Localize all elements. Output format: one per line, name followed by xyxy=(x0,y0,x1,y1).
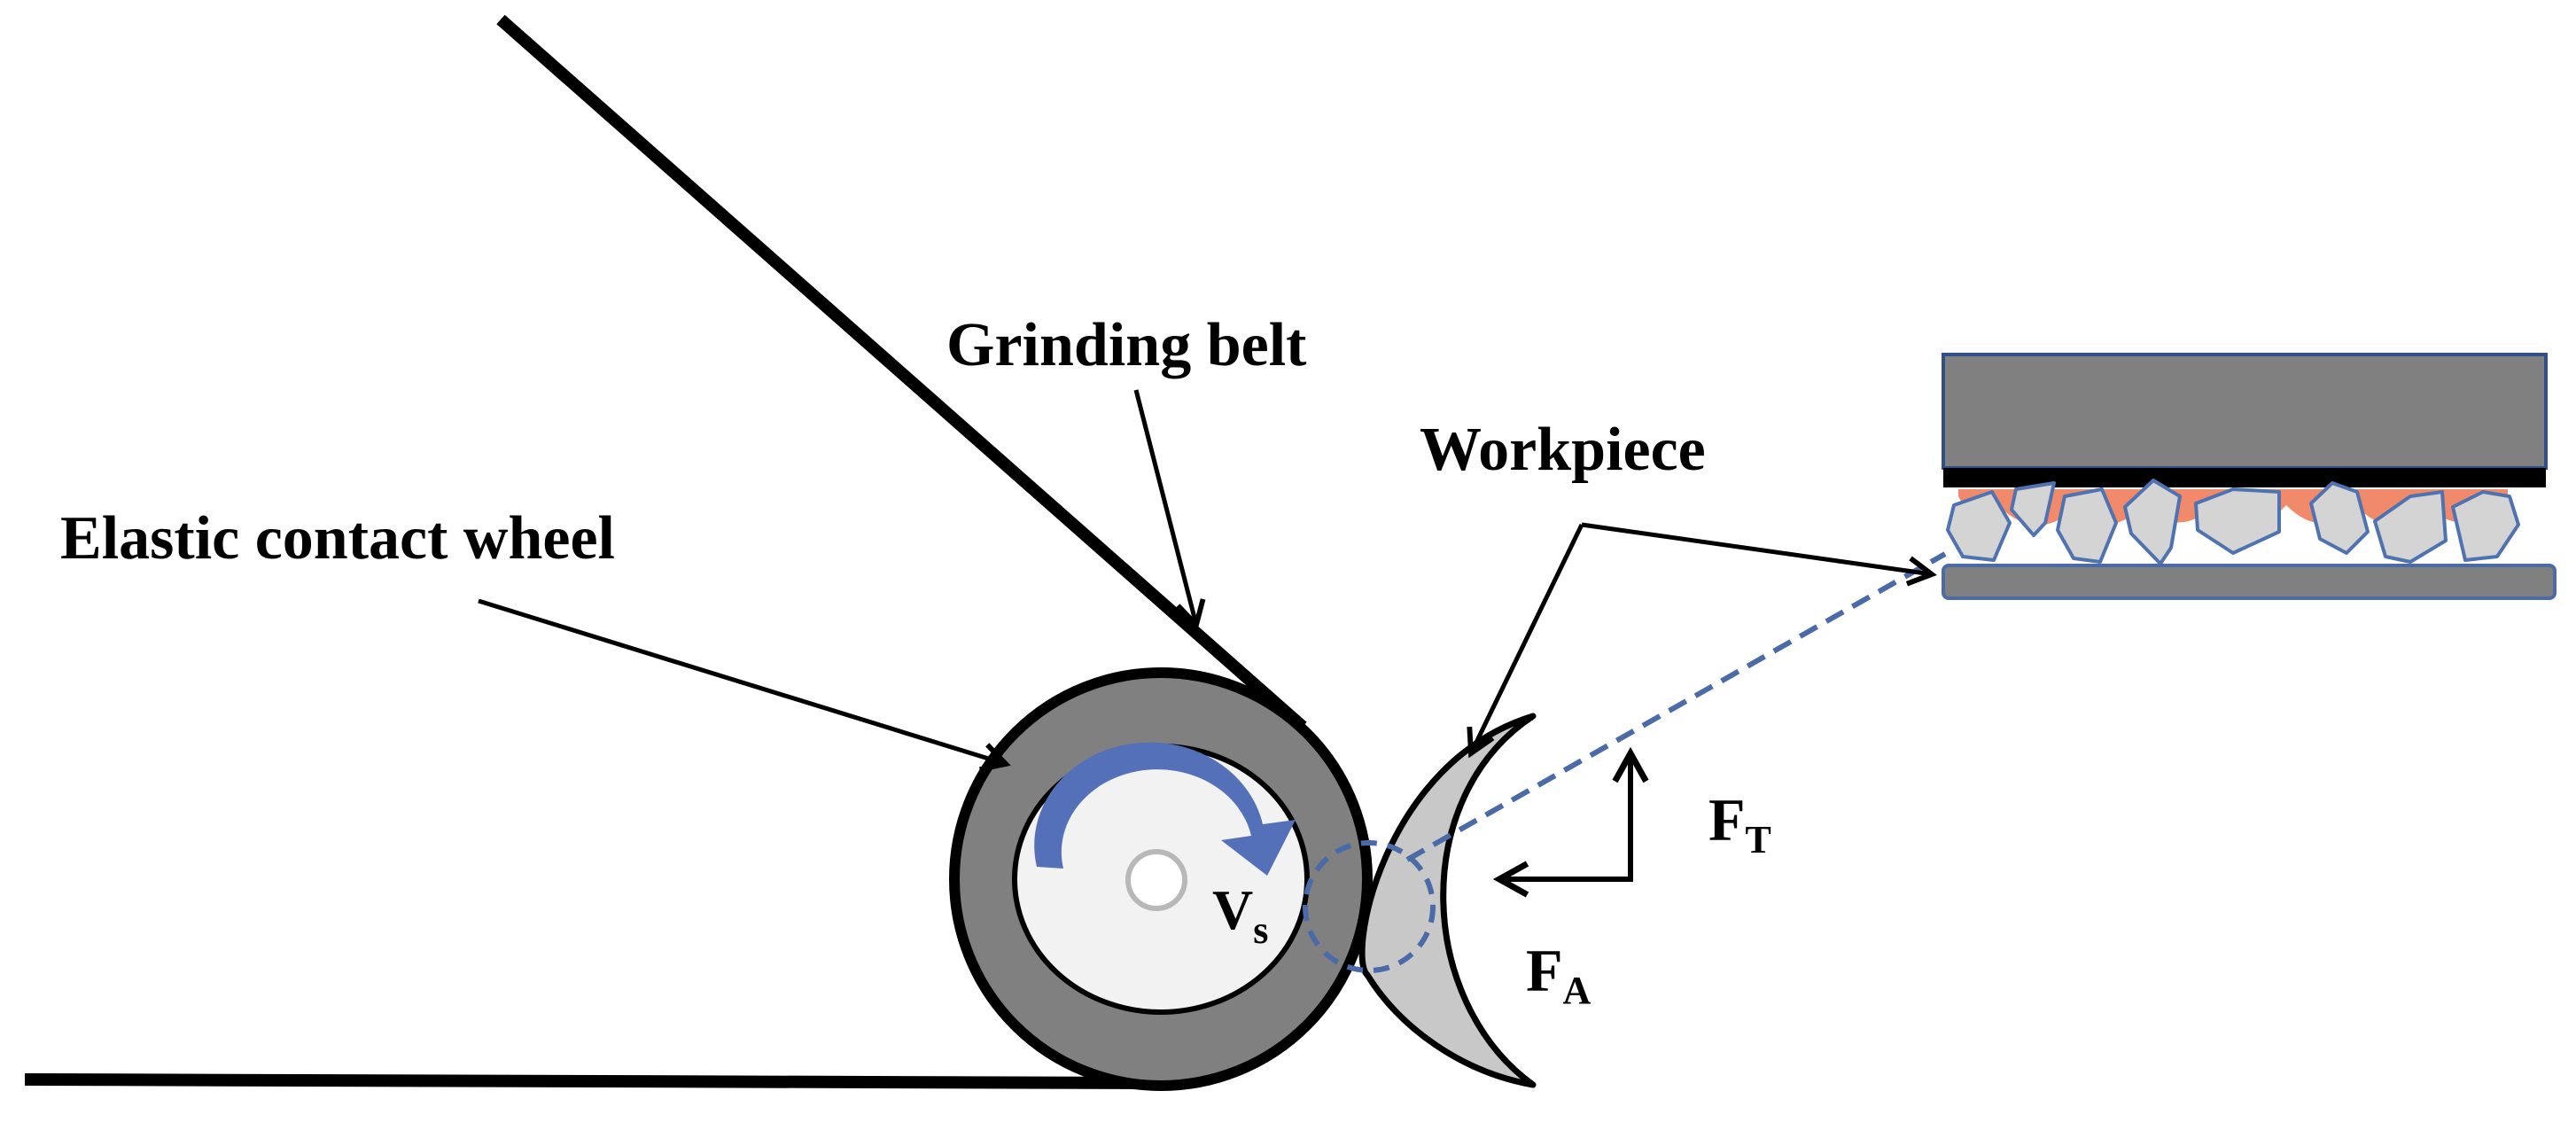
abrasive-grain xyxy=(2056,487,2118,564)
workpiece-leader-to-crescent xyxy=(1471,523,1584,753)
rotation-arrow-icon xyxy=(1034,742,1296,876)
grinding-belt-upper xyxy=(496,14,1307,732)
adhesive-layer xyxy=(1943,468,2546,487)
abrasive-grain xyxy=(2123,479,2182,565)
speed-label: Vs xyxy=(1212,878,1268,952)
magnifier-link-line xyxy=(1405,551,1947,862)
grinding-belt-lower xyxy=(24,1073,1162,1089)
workpiece-leader-to-detail xyxy=(1581,522,1932,574)
speed-label-main: V xyxy=(1212,878,1253,941)
grinding-belt-label: Grinding belt xyxy=(946,311,1306,379)
contact-detail xyxy=(1942,353,2557,600)
axial-force-label: FA xyxy=(1526,937,1592,1012)
tangential-force-label: FT xyxy=(1708,786,1771,861)
wheel-axle xyxy=(1125,849,1187,911)
abrasive-grain xyxy=(1946,490,2012,562)
elastic-contact-wheel-label: Elastic contact wheel xyxy=(60,504,615,573)
elastic-wheel-leader xyxy=(478,598,1006,764)
abrasive-grain xyxy=(2309,481,2370,555)
abrasive-grain xyxy=(2451,490,2520,562)
tangential-force-main: F xyxy=(1708,786,1746,853)
belt-backing-plate xyxy=(1942,353,2548,470)
axial-force-main: F xyxy=(1526,937,1563,1004)
force-arrows xyxy=(1499,753,1630,882)
elastic-contact-wheel xyxy=(949,667,1373,1091)
abrasive-grain xyxy=(2373,490,2448,564)
workpiece-label: Workpiece xyxy=(1420,416,1706,484)
workpiece-plate xyxy=(1942,564,2557,600)
abrasive-grain xyxy=(2010,481,2056,537)
workpiece-crescent xyxy=(1358,713,1537,1088)
contact-zone-magnifier xyxy=(1303,840,1436,973)
abrasive-grains xyxy=(1946,479,2520,565)
tangential-force-sub: T xyxy=(1746,818,1771,861)
speed-label-sub: s xyxy=(1253,908,1268,952)
axial-force-sub: A xyxy=(1563,969,1592,1012)
grinding-belt-leader xyxy=(1133,389,1196,625)
abrasive-grain xyxy=(2194,487,2281,555)
